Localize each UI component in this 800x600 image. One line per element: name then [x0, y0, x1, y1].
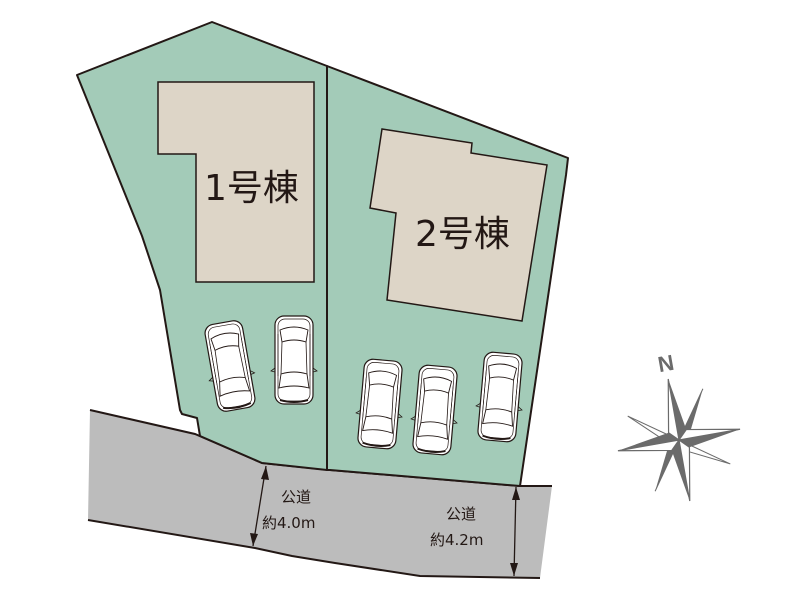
- road-edge-bottom: [87, 519, 541, 579]
- compass-north-label: N: [656, 350, 676, 377]
- road-width-dimension-1: [250, 465, 269, 547]
- house-2-label: 2号棟: [415, 214, 510, 255]
- house-2-footprint: [369, 128, 548, 322]
- road-1-type-label: 公道: [281, 488, 311, 506]
- parking-space-1-2: [270, 315, 318, 405]
- road-width-dimension-2: [510, 486, 520, 577]
- road-2-type-label: 公道: [446, 505, 476, 523]
- compass-rose-icon: [617, 378, 741, 502]
- house-1-label: 1号棟: [204, 168, 299, 209]
- house-1-footprint: [157, 81, 315, 283]
- public-road: [88, 410, 552, 578]
- road-1-width-label: 約4.0m: [262, 514, 315, 532]
- road-2-width-label: 約4.2m: [430, 531, 483, 549]
